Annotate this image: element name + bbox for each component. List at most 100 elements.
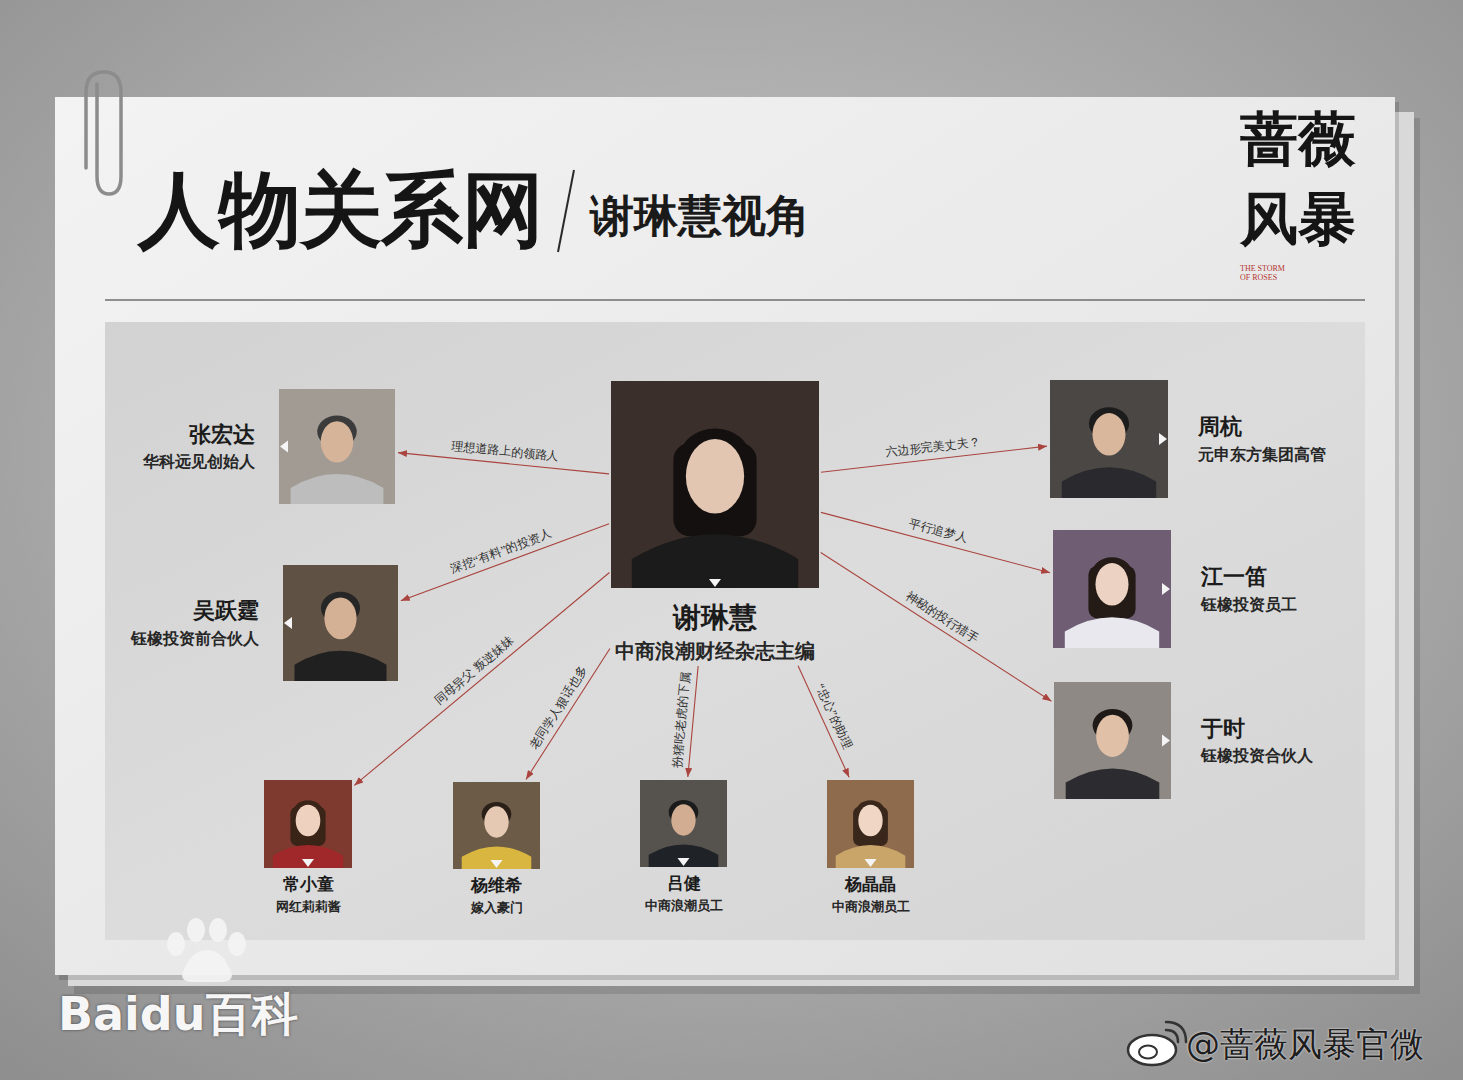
text-block: 张宏达华科远见创始人 [143,421,255,473]
character-photo [640,780,727,867]
photo-face [686,439,744,514]
photo-face [321,421,353,462]
photo-pointer [1159,433,1167,445]
photo-pointer [865,859,877,867]
relation-label: “忠心”的助理 [812,681,856,752]
photo-ground [453,782,540,869]
photo-body [632,534,798,588]
character-role: 钰橡投资前合伙人 [131,629,259,649]
diagram-title: 人物关系网 [138,166,543,256]
photo-art [827,780,914,868]
photo-ground [1054,682,1171,799]
character-role: 中商浪潮员工 [645,898,723,914]
character-name: 常小童 [283,874,334,895]
photo-body [1062,467,1156,498]
character-photo [1050,380,1168,498]
character-role: 中商浪潮财经杂志主编 [615,639,815,664]
character-role: 嫁入豪门 [471,900,523,916]
character-photo [827,780,914,868]
photo-ground [264,780,352,868]
character-node: 杨维希嫁入豪门 [453,782,540,917]
text-block: 杨晶晶中商浪潮员工 [832,874,910,916]
paper-sheet [55,97,1395,975]
text-block: 吴跃霆钰橡投资前合伙人 [131,597,259,649]
photo-body [273,845,343,868]
photo-ground [640,780,727,867]
relation-label: 扮猪吃老虎的下属 [670,672,694,769]
subtitle: 谢琳慧视角 [590,190,810,243]
photo-pointer [280,441,288,453]
photo-face [1092,413,1125,455]
photo-ground [279,389,395,504]
weibo-icon [1128,1022,1186,1065]
photo-ground [1053,530,1171,648]
character-photo [1053,530,1171,648]
weibo-eye [1139,1046,1157,1059]
photo-art [1050,380,1168,498]
weibo-wave [1166,1022,1186,1042]
photo-body [836,845,906,868]
character-name: 杨晶晶 [845,874,896,895]
paw-toe [187,918,205,942]
character-node: 张宏达华科远见创始人 [143,389,395,504]
character-node: 吕健中商浪潮员工 [640,780,727,915]
character-node: 谢琳慧中商浪潮财经杂志主编 [611,381,819,664]
photo-face [858,805,882,837]
character-role: 网红莉莉酱 [276,899,341,915]
photo-pointer [709,579,721,587]
character-photo [264,780,352,868]
photo-ground [283,565,398,681]
character-name: 谢琳慧 [673,600,757,635]
text-block: 周杭元申东方集团高管 [1198,413,1326,465]
relation-arrow [821,553,1052,702]
photo-face [296,805,321,837]
character-node: 周杭元申东方集团高管 [1050,380,1326,498]
character-role: 元申东方集团高管 [1198,445,1326,465]
weibo-handle: @蔷薇风暴官微 [1186,1022,1424,1068]
relation-label: 平行追梦人 [907,517,969,547]
photo-art [1054,682,1171,799]
character-name: 吕健 [667,873,701,894]
character-photo [279,389,395,504]
photo-face [671,804,695,835]
photo-art [279,389,395,504]
character-photo [611,381,819,588]
text-block: 杨维希嫁入豪门 [471,875,523,917]
character-node: 于时钰橡投资合伙人 [1054,682,1313,799]
text-block: 于时钰橡投资合伙人 [1201,715,1313,767]
header-rule [105,300,1365,301]
photo-art [453,782,540,869]
photo-ground [1050,380,1168,498]
relation-label: 深挖“有料”的投资人 [448,526,553,578]
photo-art [640,780,727,867]
weibo-wave [1166,1030,1178,1042]
diagram-panel [105,322,1365,940]
character-name: 吴跃霆 [193,597,259,625]
relation-label: 神秘的投行猎手 [902,588,981,647]
photo-pointer [1162,735,1170,747]
photo-face [1096,715,1129,757]
photo-face [484,806,508,837]
photo-art [264,780,352,868]
photo-body [649,844,719,867]
photo-pointer [491,860,503,868]
paw-toe [228,932,246,956]
text-block: 常小童网红莉莉酱 [276,874,341,916]
character-node: 常小童网红莉莉酱 [264,780,352,916]
relation-arrow [526,648,610,779]
character-name: 周杭 [1198,413,1242,441]
relation-arrow [821,512,1050,572]
text-block: 谢琳慧中商浪潮财经杂志主编 [615,600,815,664]
relation-arrow [401,524,609,601]
character-photo [1054,682,1171,799]
photo-pointer [284,617,292,629]
photo-body [295,651,387,681]
photo-face [1095,563,1128,605]
paw-toe [209,918,227,942]
character-role: 华科远见创始人 [143,452,255,472]
relation-label: 同母异父 叛逆妹妹 [432,633,518,708]
photo-body [291,474,384,504]
character-name: 于时 [1201,715,1245,743]
weibo-body [1128,1035,1176,1065]
